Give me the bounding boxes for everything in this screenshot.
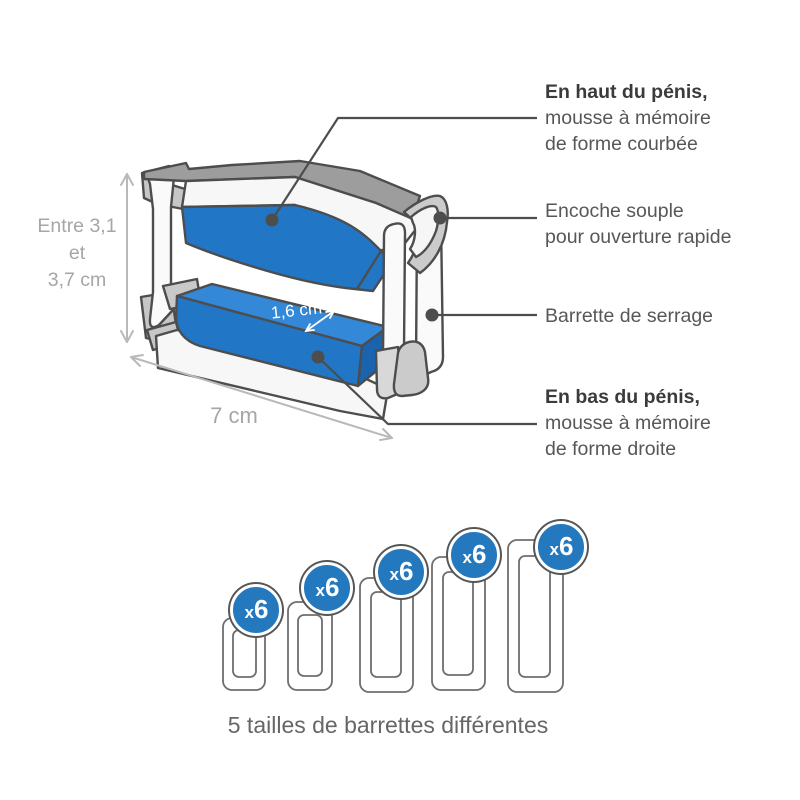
top-foam-curved <box>180 203 394 293</box>
notch-top-white <box>408 204 440 259</box>
right-clamp-bar <box>374 194 449 400</box>
leader-lines <box>271 116 537 426</box>
callout-bottom-foam: En bas du pénis, mousse à mémoire de for… <box>545 384 711 462</box>
quantity-badge-3: x6 <box>375 546 427 598</box>
height-arrow <box>120 173 134 343</box>
length-arrow <box>130 354 393 441</box>
bottom-foam-front-face <box>174 294 364 388</box>
quantity-badge-5: x6 <box>535 521 587 573</box>
callout-clamp-bar-line1: Barrette de serrage <box>545 305 714 327</box>
leader-bottom-foam <box>317 356 537 426</box>
sizes-caption: 5 tailles de barrettes différentes <box>227 712 549 738</box>
callout-top-foam-title: En haut du pénis, <box>545 81 708 103</box>
callout-notch: Encoche souple pour ouverture rapide <box>545 198 731 250</box>
quantity-badge-2: x6 <box>301 562 353 614</box>
barrette-size-2 <box>287 601 333 691</box>
top-foam-fold-line <box>355 249 383 291</box>
quantity-badge-4: x6 <box>448 529 500 581</box>
callout-bottom-foam-title: En bas du pénis, <box>545 386 700 408</box>
callout-clamp-bar: Barrette de serrage <box>545 303 713 329</box>
callout-notch-line1: Encoche souple <box>545 200 684 222</box>
callout-top-foam-line1: mousse à mémoire <box>545 107 711 129</box>
notch-bottom-gray <box>392 340 430 398</box>
leader-dots <box>265 211 447 364</box>
dimension-arrows <box>120 173 393 441</box>
top-foam-shape <box>180 203 394 293</box>
callout-top-foam-line2: de forme courbée <box>545 133 698 155</box>
height-dimension-label: Entre 3,1 et 3,7 cm <box>37 215 117 291</box>
callout-notch-line2: pour ouverture rapide <box>545 226 732 248</box>
dot-notch <box>433 211 447 225</box>
foam-width-arrow <box>304 309 336 333</box>
callout-top-foam: En haut du pénis, mousse à mémoire de fo… <box>545 79 711 157</box>
clamp-device <box>139 159 449 421</box>
length-dimension-label: 7 cm <box>210 403 258 428</box>
callout-bottom-foam-line2: de forme droite <box>545 438 677 460</box>
dot-top-foam <box>265 213 279 227</box>
barrette-size-3 <box>359 577 414 693</box>
leader-top-foam <box>271 116 537 221</box>
barrette-sizes-row <box>222 539 564 693</box>
dot-clamp-bar <box>425 308 439 322</box>
quantity-badge-1: x6 <box>230 584 282 636</box>
dot-bottom-foam <box>311 350 325 364</box>
callout-bottom-foam-line1: mousse à mémoire <box>545 412 711 434</box>
